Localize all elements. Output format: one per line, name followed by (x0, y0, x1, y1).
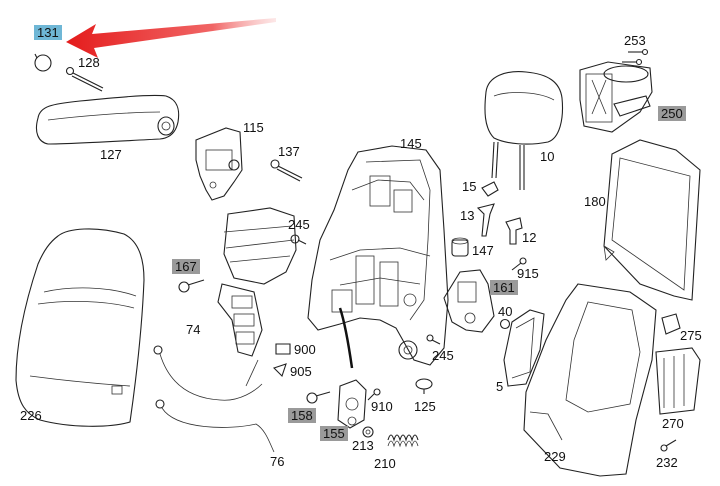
cable-line (338, 307, 354, 369)
label-40: 40 (498, 304, 513, 319)
part-910-screw (367, 388, 381, 401)
label-12: 12 (522, 230, 537, 245)
part-270-mat (655, 347, 701, 415)
label-910: 910 (371, 399, 393, 414)
part-40-ring (499, 318, 511, 330)
label-229: 229 (544, 449, 566, 464)
part-905-clip (272, 363, 287, 378)
label-147: 147 (472, 243, 494, 258)
label-270: 270 (662, 416, 684, 431)
part-229-seatback-cover (523, 283, 657, 477)
part-125-nut (415, 378, 433, 394)
part-128-bolt (65, 66, 104, 92)
part-210-spring (387, 434, 419, 448)
label-253: 253 (624, 33, 646, 48)
part-915-screw (511, 257, 527, 271)
part-10-headrest (484, 71, 564, 190)
part-245-bolt-upper (290, 234, 307, 245)
label-74: 74 (186, 322, 201, 337)
label-905: 905 (290, 364, 312, 379)
label-900: 900 (294, 342, 316, 357)
part-137-screw (270, 159, 303, 182)
part-226-seat-cover (15, 228, 145, 427)
label-10: 10 (540, 149, 555, 164)
part-245-bolt-lower (426, 334, 441, 345)
label-145: 145 (400, 136, 422, 151)
part-900-clip (275, 343, 291, 355)
label-125: 125 (414, 399, 436, 414)
part-275-clip (661, 313, 681, 335)
part-155-motor (337, 379, 367, 429)
part-74-lumbar-mat (217, 207, 297, 387)
part-253-screws (622, 48, 649, 66)
label-210: 210 (374, 456, 396, 471)
label-915: 915 (517, 266, 539, 281)
label-250: 250 (658, 106, 686, 121)
label-131: 131 (34, 25, 62, 40)
label-127: 127 (100, 147, 122, 162)
part-167-bolt (178, 279, 205, 293)
label-155: 155 (320, 426, 348, 441)
part-76-cable (153, 345, 275, 453)
label-137: 137 (278, 144, 300, 159)
label-76: 76 (270, 454, 285, 469)
label-232: 232 (656, 455, 678, 470)
part-131-ring (34, 53, 52, 72)
part-158-bolt (306, 391, 331, 404)
part-213-bushing (362, 426, 374, 438)
label-13: 13 (460, 208, 475, 223)
part-180-back-panel (603, 139, 701, 301)
label-5: 5 (496, 379, 504, 394)
label-128: 128 (78, 55, 100, 70)
part-15-clip (481, 181, 499, 197)
label-245-upper: 245 (288, 217, 310, 232)
label-180: 180 (584, 194, 606, 209)
part-232-screw (660, 439, 677, 452)
part-12-guide (505, 217, 523, 245)
label-275: 275 (680, 328, 702, 343)
label-161: 161 (490, 280, 518, 295)
part-161-motor (443, 269, 495, 333)
red-pointer-arrow (66, 18, 276, 58)
label-213: 213 (352, 438, 374, 453)
part-250-cup-holder (579, 61, 653, 133)
part-115-bracket (195, 127, 243, 201)
part-145-seatback-frame (307, 145, 449, 366)
part-147-plug (451, 237, 469, 257)
label-158: 158 (288, 408, 316, 423)
part-13-guide (476, 203, 495, 237)
label-115: 115 (243, 120, 264, 135)
label-226: 226 (20, 408, 42, 423)
label-167: 167 (172, 259, 200, 274)
label-15: 15 (462, 179, 477, 194)
label-245-lower: 245 (432, 348, 454, 363)
part-127-armrest (35, 94, 180, 145)
part-5-side-panel (503, 309, 545, 387)
